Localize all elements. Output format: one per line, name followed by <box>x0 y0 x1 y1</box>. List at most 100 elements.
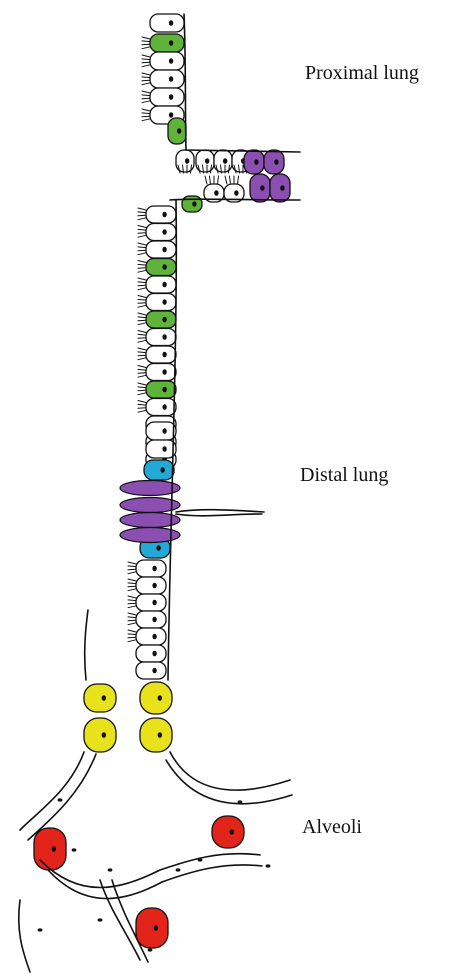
lower-cilia-2-hair <box>128 600 136 601</box>
distal-cilia-7-hair <box>138 340 146 342</box>
distal-cilia-9 <box>138 366 146 378</box>
distal-cilia-10-hair <box>138 390 146 391</box>
branch-ne-cell-top-0-body <box>244 150 264 174</box>
distal-cilia-6-hair <box>138 323 146 325</box>
branch-ne-cell-top-1-body <box>264 150 284 174</box>
proximal-cell-1 <box>150 34 184 52</box>
distal-cilia-5-hair <box>138 303 146 304</box>
at1-cell-bottom <box>136 908 168 948</box>
distal-cell-7 <box>146 329 176 346</box>
at1-cell-right <box>212 816 244 848</box>
club-cell-upper-body <box>144 460 174 480</box>
branch-basal-cell-body <box>182 196 202 212</box>
proximal-cilia-3-hair <box>142 80 150 81</box>
at2-cell-left-top-body <box>84 684 116 712</box>
distal-cilia-7-hair <box>138 338 146 339</box>
distal-cilia-1-hair <box>138 235 146 237</box>
alveolar-wall-left <box>20 752 96 840</box>
branch-ne-cell-top-0 <box>244 150 264 174</box>
alveolar-wall-bottom <box>40 854 262 899</box>
branch-cilia-bottom-1-hair <box>238 176 239 184</box>
branch-cell-top-0-nucleus <box>185 158 189 164</box>
distal-cell-9 <box>146 364 176 381</box>
proximal-cilia-2-hair <box>142 65 150 67</box>
proximal-cilia-3-hair <box>142 77 150 78</box>
proximal-cell-5-nucleus <box>169 112 173 118</box>
branch-cilia-bottom-0-hair <box>218 176 219 184</box>
branch-ne-cell-top-1-nucleus <box>274 159 278 165</box>
distal-cell-extra-b <box>146 440 176 458</box>
lower-cell-4-nucleus <box>152 634 156 640</box>
capillary-nucleus-6 <box>148 948 153 951</box>
proximal-cilia-2-hair <box>142 62 150 63</box>
distal-cell-0-body <box>146 206 176 223</box>
branch-ne-cell-bottom-0-body <box>250 174 270 202</box>
distal-cell-1 <box>146 224 176 241</box>
lower-cell-0 <box>136 560 166 577</box>
distal-cilia-4-hair <box>138 288 146 290</box>
distal-cell-9-body <box>146 364 176 381</box>
at2-cell-right-bottom-nucleus <box>158 732 162 738</box>
proximal-cell-2-body <box>150 52 184 70</box>
distal-cilia-10 <box>138 383 146 395</box>
distal-cilia-3-hair <box>138 268 146 269</box>
proximal-cell-2 <box>150 52 184 70</box>
distal-cell-6-body <box>146 311 176 328</box>
distal-cell-extra-b-body <box>146 440 176 458</box>
distal-cell-extra-b-nucleus <box>162 446 166 452</box>
distal-cilia-10-hair <box>138 387 146 388</box>
at2-cell-right-bottom-body <box>140 718 172 752</box>
distal-cilia-8-hair <box>138 358 146 360</box>
distal-cilia-6-hair <box>138 317 146 318</box>
distal-cell-1-body <box>146 224 176 241</box>
lower-cilia-1 <box>128 579 136 591</box>
nerve-fiber-bottom <box>176 514 262 516</box>
distal-cell-2-body <box>146 241 176 258</box>
capillary-nucleus-5 <box>266 864 271 867</box>
distal-cilia-1-hair <box>138 226 146 228</box>
distal-cell-1-nucleus <box>162 229 166 235</box>
distal-cilia-3-hair <box>138 270 146 272</box>
distal-cilia-11-hair <box>138 410 146 412</box>
distal-cell-3 <box>146 259 176 276</box>
lower-cell-0-body <box>136 560 166 577</box>
branch-ne-cell-bottom-1 <box>270 174 290 202</box>
branch-basal-cell <box>182 196 202 212</box>
branch-cilia-bottom-1 <box>225 176 239 184</box>
distal-cilia-9-hair <box>138 366 146 368</box>
lower-cell-5-nucleus <box>152 651 156 657</box>
proximal-cell-3-nucleus <box>169 76 173 82</box>
alveolar-wall-right <box>166 752 292 804</box>
distal-cilia-9-hair <box>138 375 146 377</box>
nerve-fiber-top <box>176 510 264 512</box>
distal-cell-6-nucleus <box>162 317 166 323</box>
proximal-cilia-5-hair <box>142 109 150 111</box>
distal-cell-5-nucleus <box>162 299 166 305</box>
proximal-lung-label: Proximal lung <box>305 62 419 85</box>
at2-cell-right-bottom <box>140 718 172 752</box>
proximal-basal-cell-lower <box>168 118 186 144</box>
alveoli-label: Alveoli <box>302 816 362 839</box>
branch-basement-membrane <box>170 199 300 200</box>
distal-cell-9-nucleus <box>162 369 166 375</box>
proximal-cilia-2 <box>142 55 150 67</box>
distal-cilia-2-hair <box>138 250 146 251</box>
proximal-cilia-3-hair <box>142 73 150 75</box>
branch-cilia-bottom-0-hair <box>205 176 207 184</box>
lower-cell-3-nucleus <box>152 617 156 623</box>
distal-cilia-1-hair <box>138 229 146 230</box>
lower-cell-3-body <box>136 611 166 628</box>
distal-cilia-6-hair <box>138 313 146 315</box>
distal-cilia-0 <box>138 208 146 220</box>
lower-cilia-4 <box>128 630 136 642</box>
distal-cell-3-body <box>146 259 176 276</box>
proximal-cilia-3-hair <box>142 83 150 85</box>
at2-cell-left-top-nucleus <box>102 695 106 701</box>
lower-cell-2-nucleus <box>152 600 156 606</box>
distal-cell-extra-a-body <box>146 422 176 440</box>
branch-cilia-bottom-0 <box>205 176 219 184</box>
lower-cell-1 <box>136 577 166 594</box>
distal-cell-extra-a <box>146 422 176 440</box>
lower-cell-2-body <box>136 594 166 611</box>
